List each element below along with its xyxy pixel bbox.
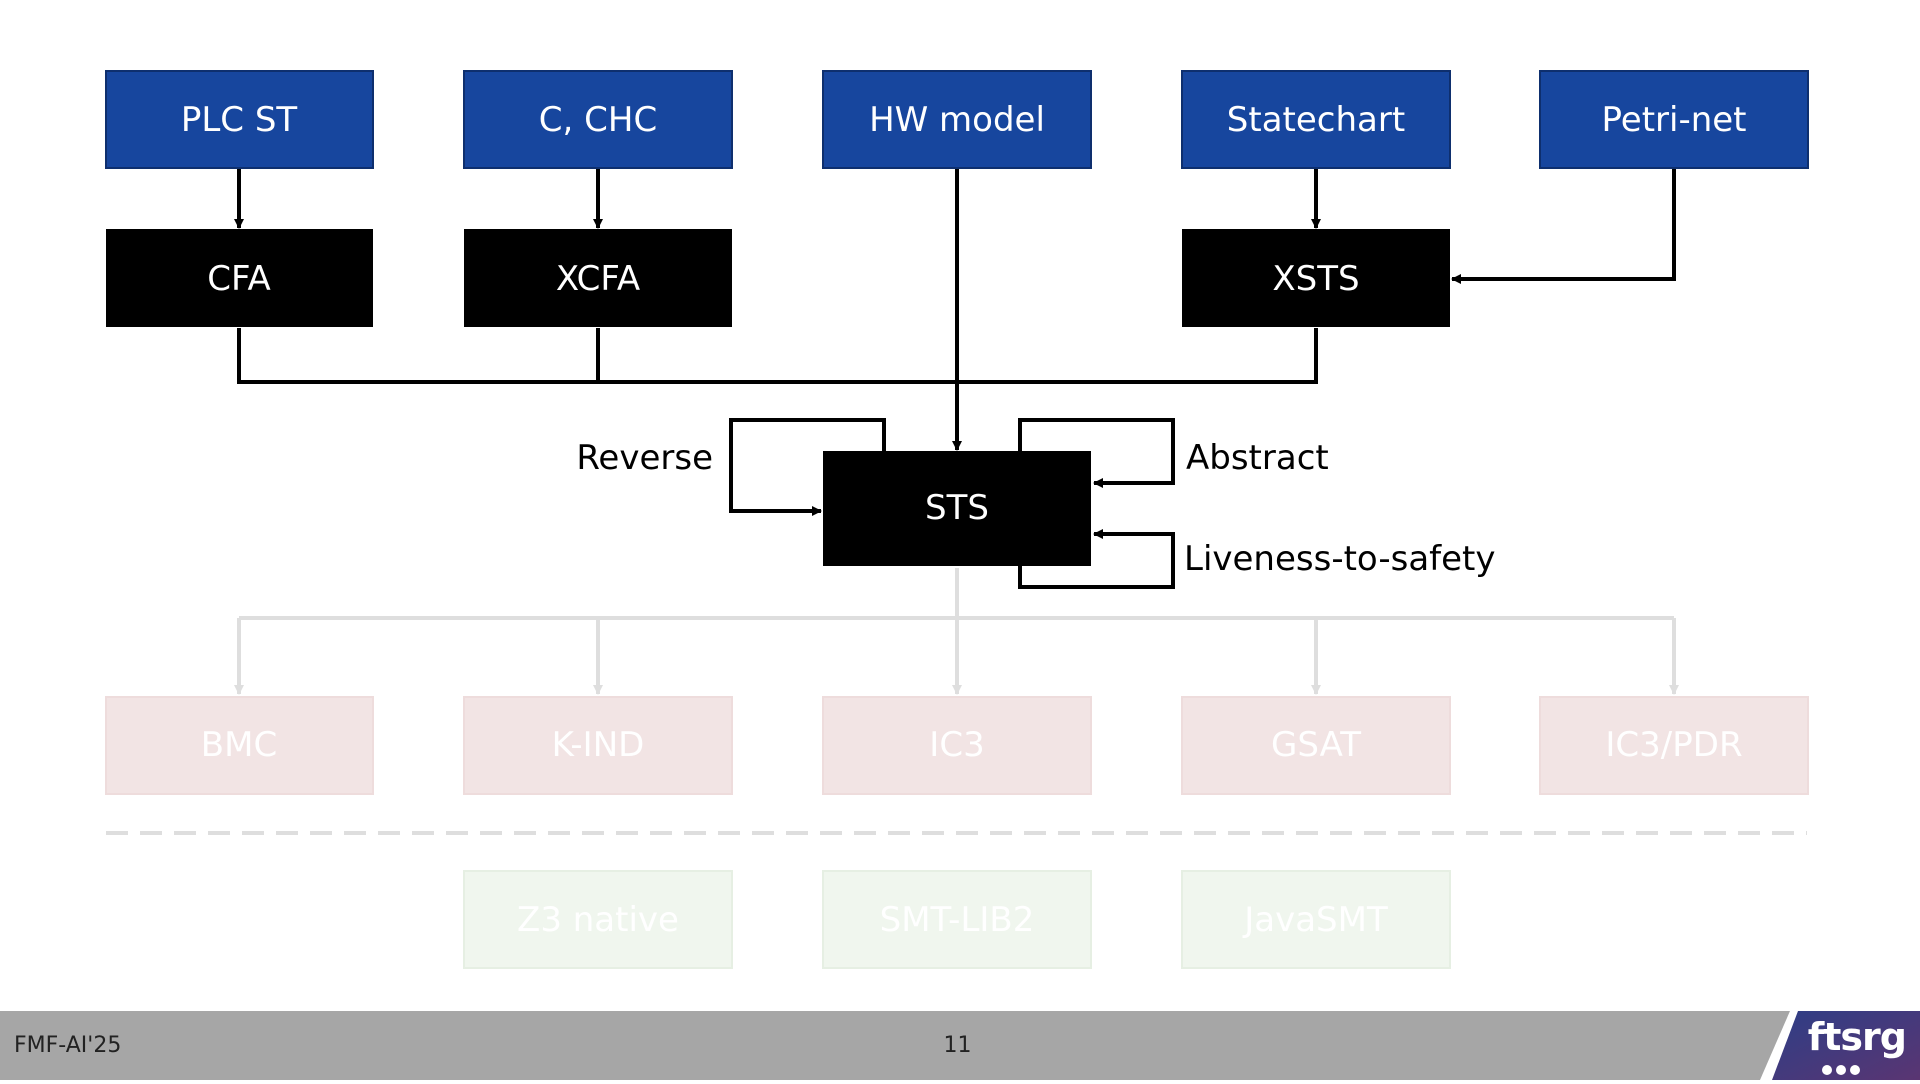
algorithm-label: K-IND xyxy=(552,725,645,765)
algorithm-box-ic3: IC3 xyxy=(822,696,1092,795)
input-label: Statechart xyxy=(1227,100,1405,140)
algorithms: BMC K-IND IC3 GSAT IC3/PDR xyxy=(105,696,1809,795)
slide-footer: FMF-AI'25 11 ftsrg xyxy=(0,1011,1920,1080)
solver-label: SMT-LIB2 xyxy=(880,900,1035,940)
input-box-statechart: Statechart xyxy=(1181,70,1451,169)
solver-box-javasmt: JavaSMT xyxy=(1181,870,1451,969)
input-box-c-chc: C, CHC xyxy=(463,70,733,169)
logo-background xyxy=(1760,1011,1920,1080)
formalism-label: CFA xyxy=(207,259,270,299)
solvers: Z3 native SMT-LIB2 JavaSMT xyxy=(463,870,1451,969)
ftsrg-logo: ftsrg xyxy=(1760,1011,1920,1080)
solver-label: JavaSMT xyxy=(1242,900,1388,940)
pipeline-diagram: PLC ST C, CHC HW model Statechart Petri-… xyxy=(105,70,1809,969)
solver-label: Z3 native xyxy=(517,900,679,940)
algorithm-label: BMC xyxy=(201,725,277,765)
liveness-to-safety-label: Liveness-to-safety xyxy=(1184,539,1496,579)
algorithm-label: IC3 xyxy=(929,725,984,765)
conference-label: FMF-AI'25 xyxy=(14,1033,122,1058)
formalism-box-xsts: XSTS xyxy=(1182,229,1450,327)
input-box-hw-model: HW model xyxy=(822,70,1092,169)
formalism-box-cfa: CFA xyxy=(106,229,373,327)
algorithm-label: GSAT xyxy=(1271,725,1361,765)
logo-dots xyxy=(1822,1060,1864,1079)
reverse-label: Reverse xyxy=(576,438,713,478)
input-languages: PLC ST C, CHC HW model Statechart Petri-… xyxy=(105,70,1809,169)
input-box-petri-net: Petri-net xyxy=(1539,70,1809,169)
formalisms: CFA XCFA XSTS xyxy=(106,229,1450,327)
sts-label: STS xyxy=(925,488,989,528)
algorithm-box-k-ind: K-IND xyxy=(463,696,733,795)
algorithm-label: IC3/PDR xyxy=(1605,725,1742,765)
algorithm-box-ic3-pdr: IC3/PDR xyxy=(1539,696,1809,795)
abstract-loop xyxy=(1018,418,1175,488)
algorithm-connectors xyxy=(234,568,1679,695)
abstract-label: Abstract xyxy=(1186,438,1329,478)
sts-box: STS xyxy=(823,451,1091,566)
reverse-loop xyxy=(729,418,886,516)
formalism-label: XSTS xyxy=(1272,259,1359,299)
input-box-plc-st: PLC ST xyxy=(105,70,374,169)
algorithm-box-bmc: BMC xyxy=(105,696,374,795)
input-label: PLC ST xyxy=(181,100,298,140)
formalism-box-xcfa: XCFA xyxy=(464,229,732,327)
logo-text: ftsrg xyxy=(1807,1015,1907,1059)
solver-box-smt-lib2: SMT-LIB2 xyxy=(822,870,1092,969)
input-connectors xyxy=(234,169,1676,451)
input-label: Petri-net xyxy=(1601,100,1746,140)
algorithm-box-gsat: GSAT xyxy=(1181,696,1451,795)
solver-box-z3-native: Z3 native xyxy=(463,870,733,969)
liveness-loop xyxy=(1018,529,1175,589)
page-number: 11 xyxy=(943,1033,972,1058)
input-label: C, CHC xyxy=(539,100,657,140)
formalism-label: XCFA xyxy=(556,259,640,299)
input-label: HW model xyxy=(869,100,1045,140)
